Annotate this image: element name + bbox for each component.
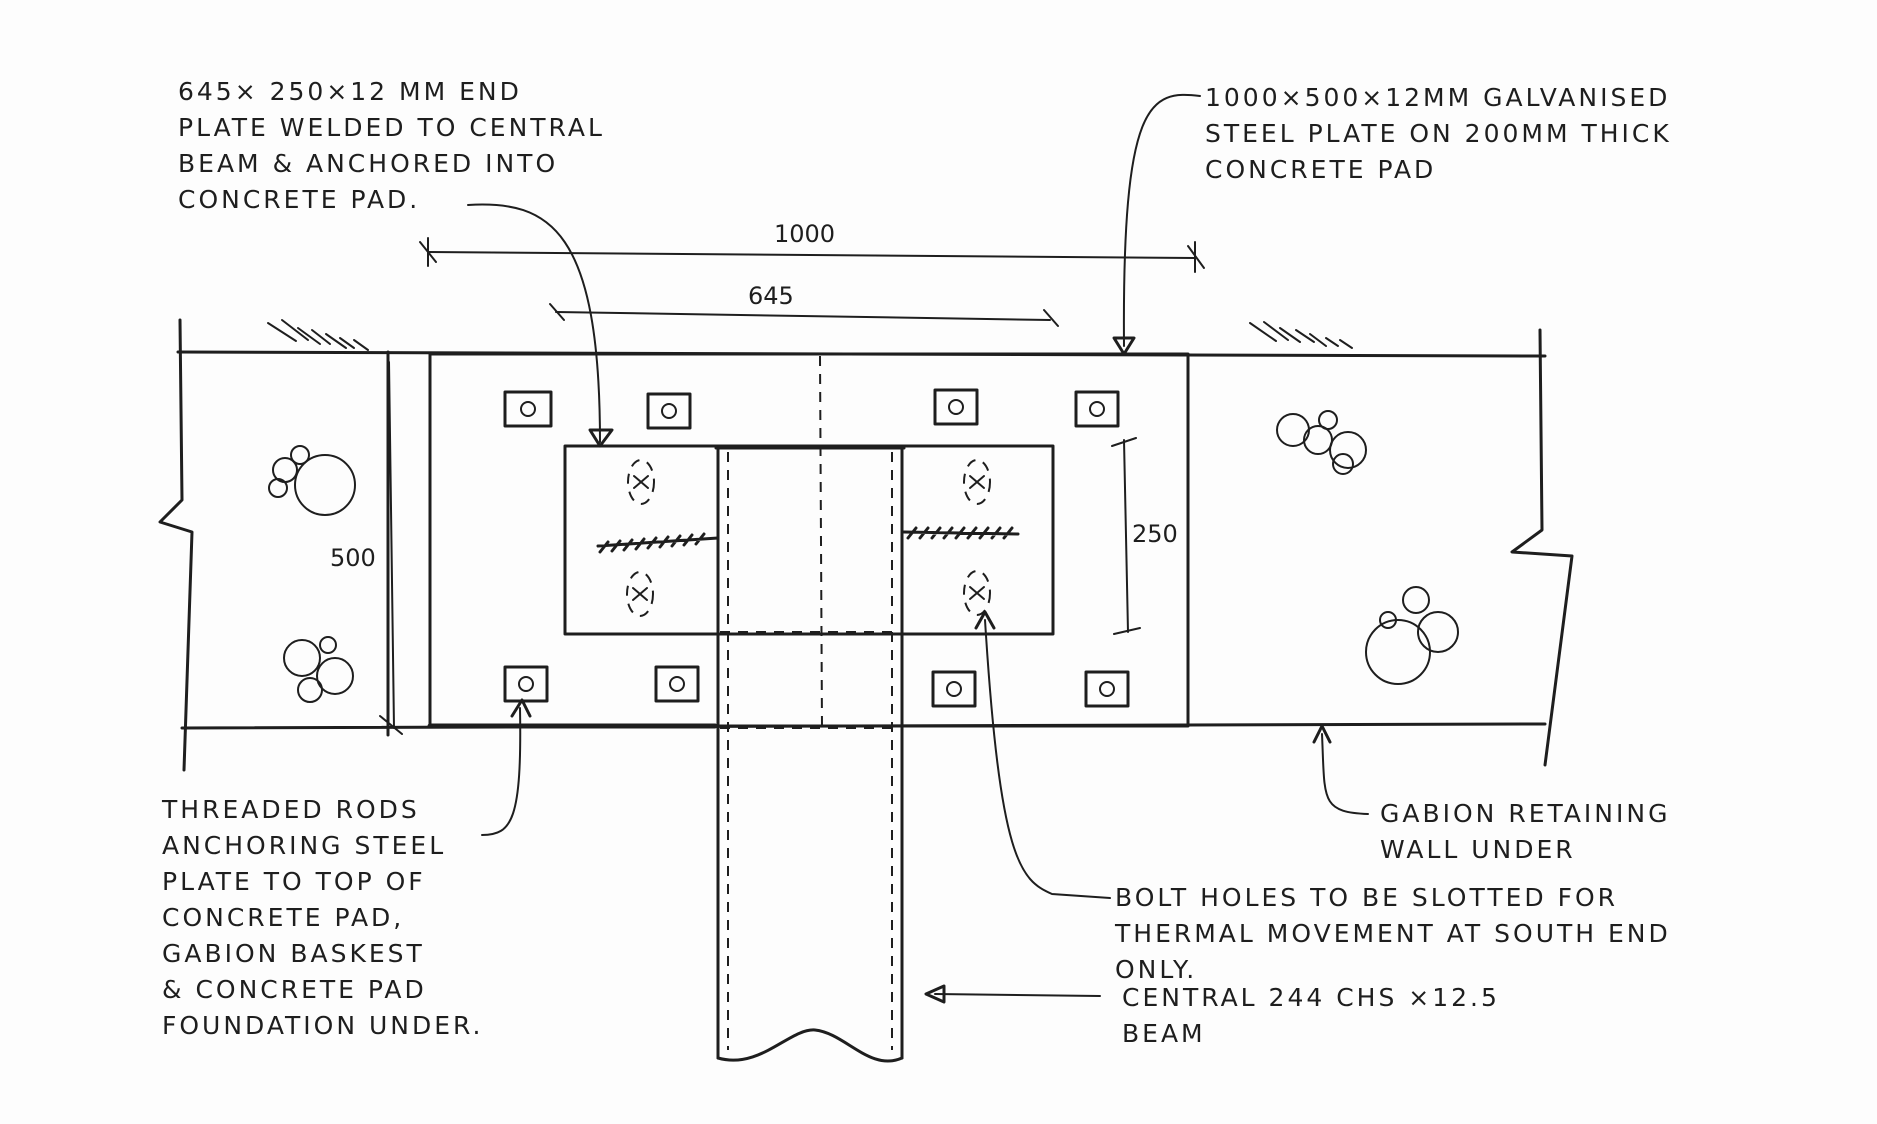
steel-plate-outline bbox=[427, 352, 1190, 729]
central-beam-note: CENTRAL 244 CHS ×12.5 BEAM bbox=[1122, 983, 1500, 1048]
dim-plate-length: 1000 bbox=[774, 220, 836, 248]
central-beam bbox=[714, 355, 906, 1063]
dim-end-plate-width: 250 bbox=[1132, 520, 1178, 548]
end-plate-outline bbox=[563, 444, 1055, 636]
bolt-holes-note: BOLT HOLES TO BE SLOTTED FOR THERMAL MOV… bbox=[1115, 883, 1671, 984]
threaded-rod-anchors bbox=[503, 388, 1130, 708]
end-plate-note: 645× 250×12 mm END PLATE WELDED TO CENTR… bbox=[178, 77, 605, 214]
grass-marks bbox=[267, 319, 1353, 351]
slotted-bolt-holes bbox=[626, 459, 991, 617]
gabion-stones bbox=[268, 410, 1459, 703]
dim-plate-width: 500 bbox=[330, 544, 376, 572]
weld-marks bbox=[596, 526, 1020, 554]
dimension-lines bbox=[379, 237, 1205, 735]
steel-plate-note: 1000×500×12mm GALVANISED STEEL PLATE ON … bbox=[1205, 83, 1672, 184]
gabion-wall-note: GABION RETAINING WALL UNDER bbox=[1380, 799, 1671, 864]
dim-end-plate-length: 645 bbox=[748, 282, 794, 310]
threaded-rods-note: THREADED RODS ANCHORING STEEL PLATE TO T… bbox=[162, 795, 484, 1040]
leader-lines bbox=[467, 93, 1369, 1004]
